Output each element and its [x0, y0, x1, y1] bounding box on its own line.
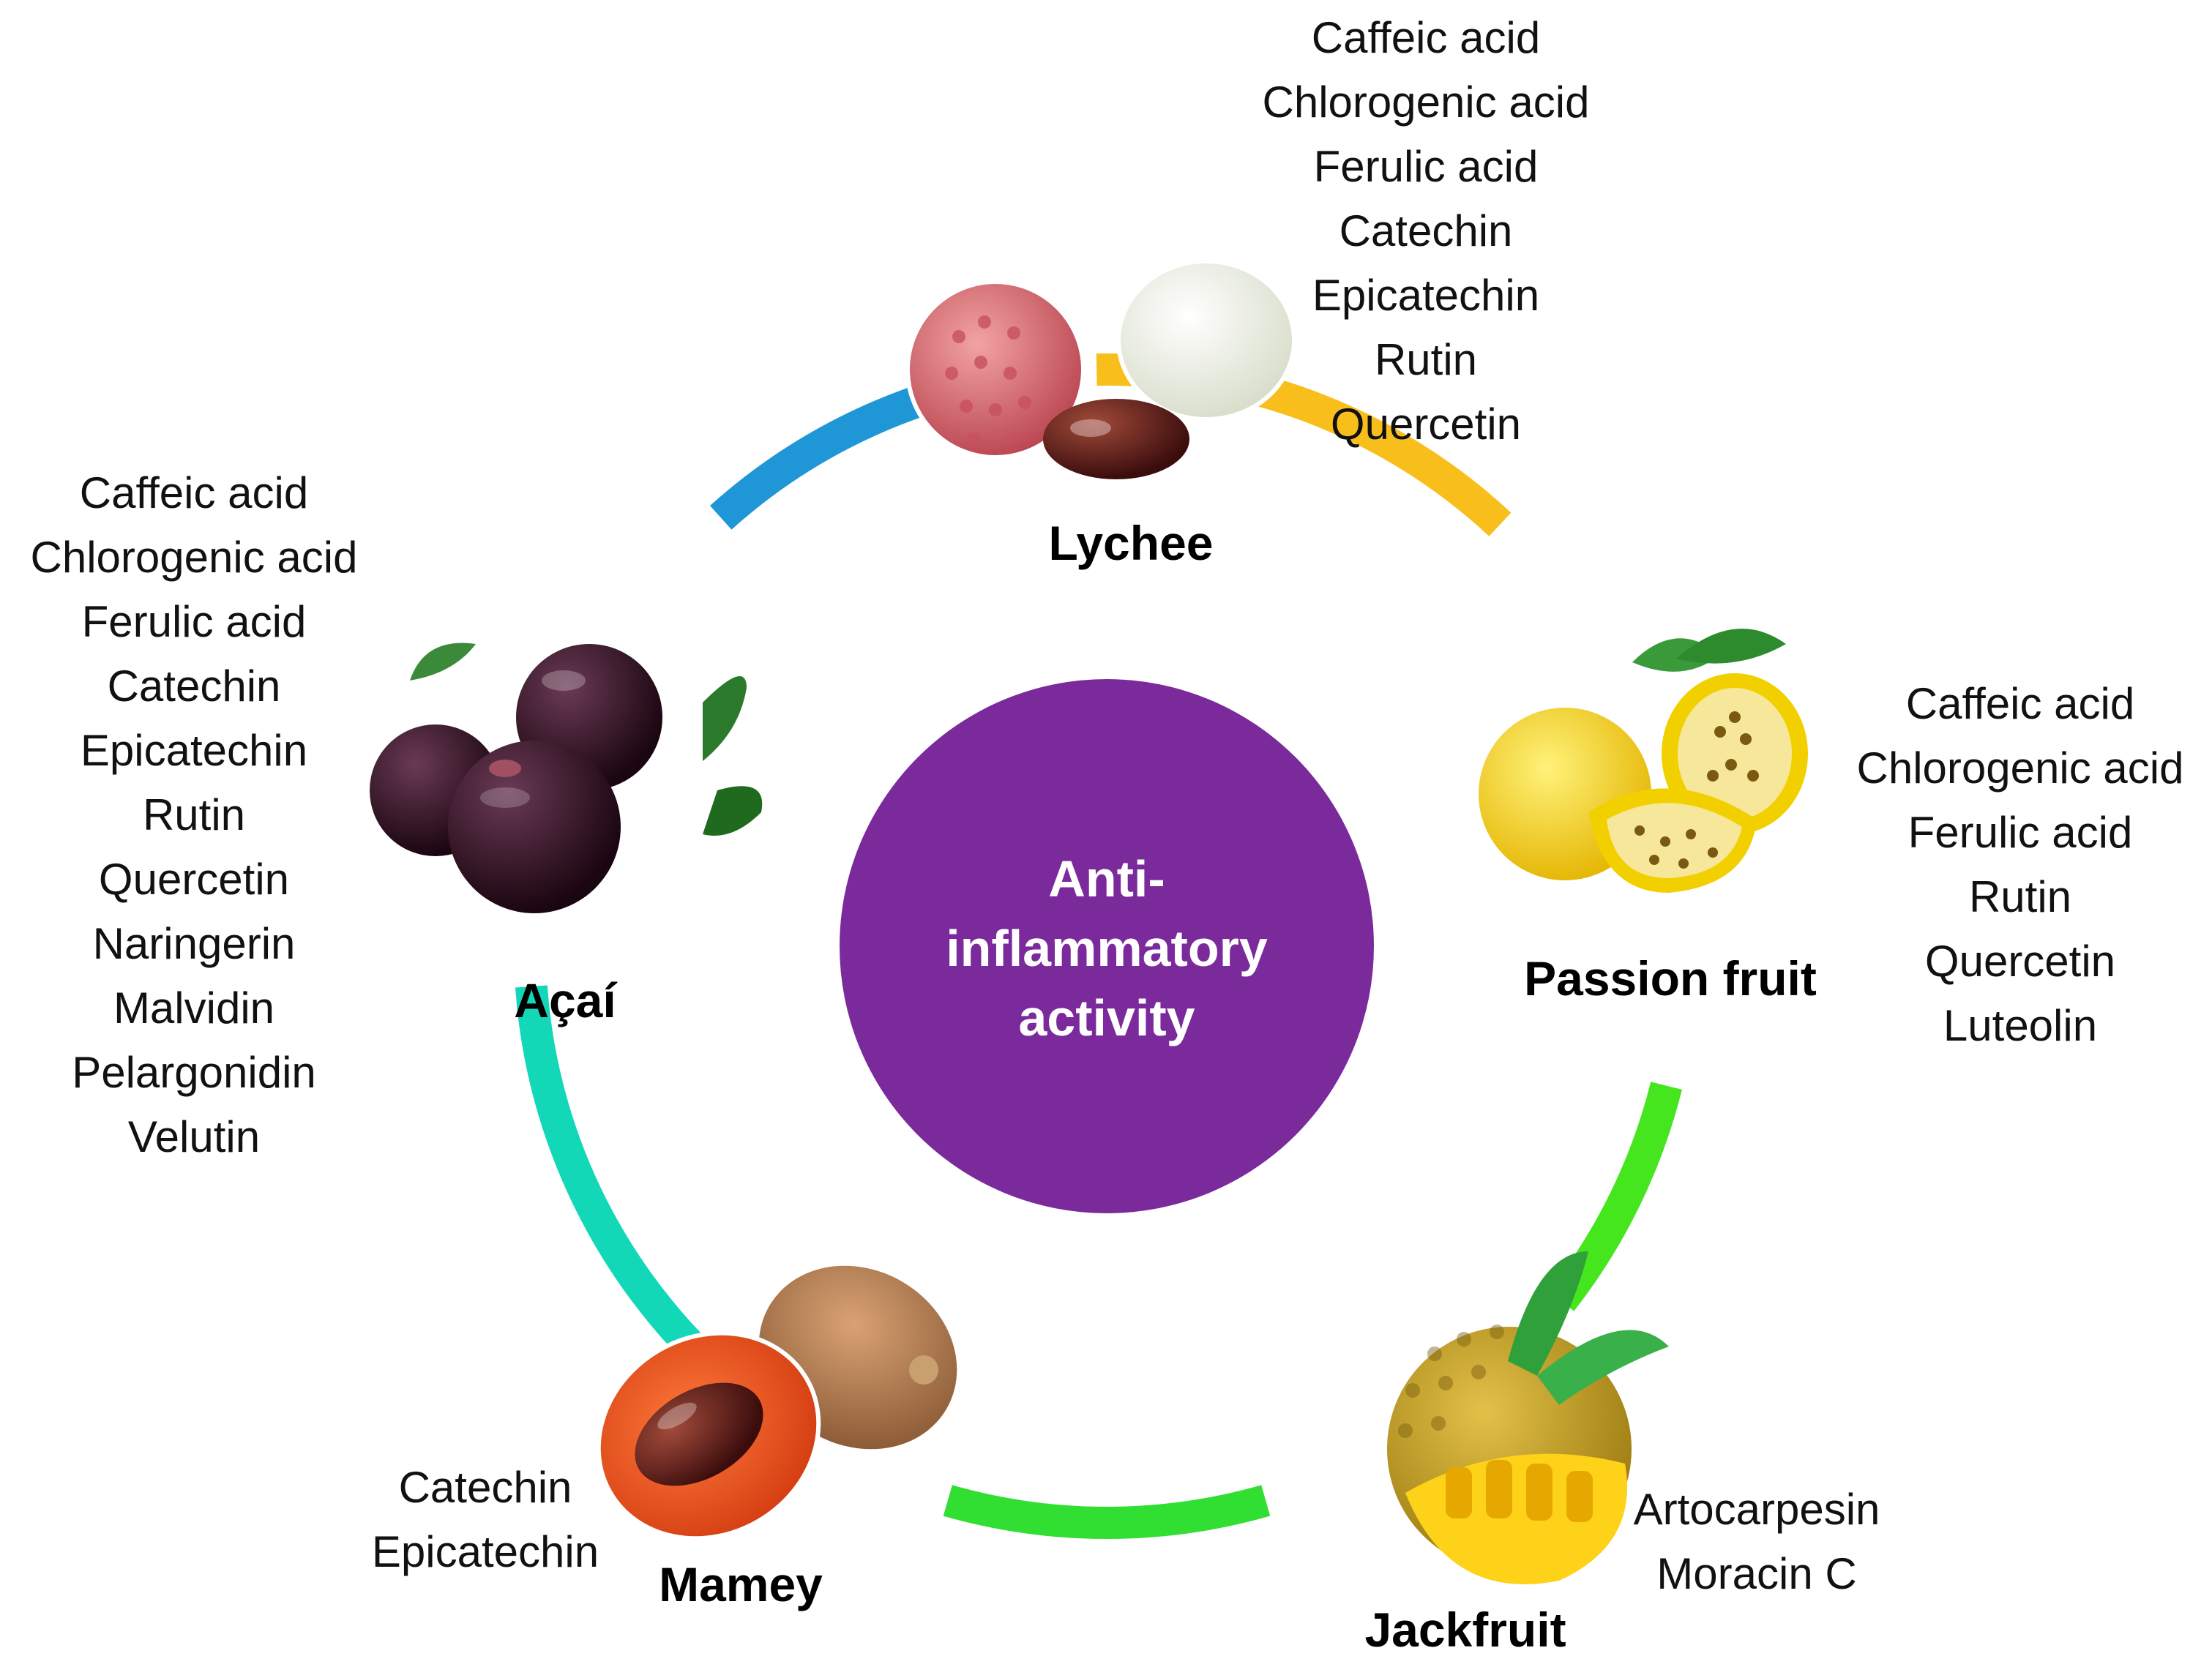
mamey-icon — [596, 1265, 957, 1541]
jackfruit-icon — [1383, 1251, 1669, 1584]
compound-passion-fruit: Quercetin — [1925, 937, 2115, 986]
compound-acai: Malvidin — [113, 984, 274, 1033]
acai-icon — [370, 587, 763, 964]
compound-jackfruit: Moracin C — [1656, 1549, 1856, 1598]
compound-mamey: Epicatechin — [372, 1527, 599, 1576]
compound-acai: Chlorogenic acid — [31, 533, 358, 582]
compound-passion-fruit: Ferulic acid — [1908, 808, 2133, 857]
compound-passion-fruit: Rutin — [1969, 872, 2071, 921]
fruit-label-passion-fruit: Passion fruit — [1524, 951, 1817, 1005]
compound-jackfruit: Artocarpesin — [1634, 1485, 1880, 1534]
compound-acai: Velutin — [128, 1112, 260, 1161]
compound-acai: Rutin — [143, 790, 245, 839]
lychee-icon — [905, 259, 1296, 479]
compound-acai: Epicatechin — [81, 726, 307, 775]
fruit-label-lychee: Lychee — [1048, 516, 1213, 570]
compound-lychee: Caffeic acid — [1312, 13, 1540, 62]
compound-passion-fruit: Chlorogenic acid — [1857, 743, 2184, 793]
compound-acai: Catechin — [108, 662, 281, 711]
compound-acai: Quercetin — [99, 855, 289, 904]
compound-acai: Pelargonidin — [72, 1048, 316, 1097]
compound-acai: Ferulic acid — [82, 597, 307, 646]
center-label-line-3: activity — [1018, 989, 1195, 1046]
compound-lychee: Ferulic acid — [1314, 142, 1539, 191]
compound-lychee: Catechin — [1339, 206, 1513, 255]
compound-lychee: Quercetin — [1331, 400, 1521, 449]
center-node: Anti- inflammatory activity — [840, 679, 1374, 1213]
compound-passion-fruit: Caffeic acid — [1906, 679, 2134, 728]
center-circle — [840, 679, 1374, 1213]
compound-acai: Naringerin — [93, 919, 296, 968]
compound-passion-fruit: Luteolin — [1943, 1001, 2097, 1050]
compound-lychee: Chlorogenic acid — [1263, 78, 1590, 127]
fruit-label-mamey: Mamey — [659, 1557, 823, 1611]
compound-lychee: Epicatechin — [1312, 271, 1539, 320]
compound-acai: Caffeic acid — [80, 468, 308, 517]
fruit-label-acai: Açaí — [514, 973, 618, 1027]
compound-mamey: Catechin — [399, 1463, 572, 1512]
passion-fruit-icon — [1479, 629, 1867, 893]
ring-arc-jackfruit-mamey — [943, 1485, 1271, 1539]
center-label-line-2: inflammatory — [946, 920, 1268, 977]
fruit-label-jackfruit: Jackfruit — [1364, 1603, 1566, 1657]
center-label-line-1: Anti- — [1048, 850, 1165, 907]
compound-lychee: Rutin — [1375, 335, 1477, 384]
